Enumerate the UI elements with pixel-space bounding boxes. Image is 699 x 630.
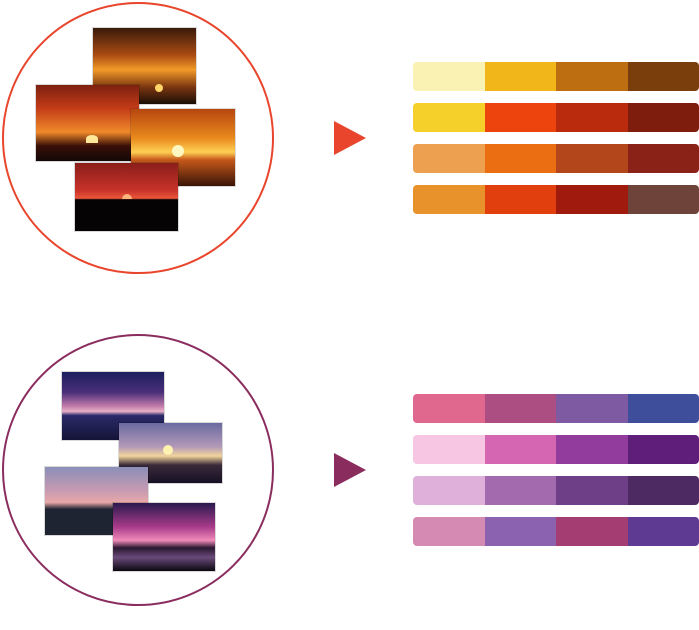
color-swatch	[485, 517, 557, 546]
color-swatch	[628, 103, 699, 132]
palette-row	[413, 185, 699, 214]
color-swatch	[556, 144, 628, 173]
color-swatch	[485, 62, 557, 91]
color-swatch	[413, 185, 485, 214]
palette-row	[413, 435, 699, 464]
color-swatch	[628, 517, 699, 546]
color-swatch	[413, 103, 485, 132]
photo-sunset-4	[75, 163, 178, 231]
color-swatch	[556, 62, 628, 91]
color-swatch	[628, 435, 699, 464]
photo-sunset-2	[36, 85, 139, 161]
palette-row	[413, 144, 699, 173]
palette-row	[413, 103, 699, 132]
color-swatch	[628, 62, 699, 91]
color-swatch	[413, 517, 485, 546]
color-swatch	[485, 185, 557, 214]
color-swatch	[556, 394, 628, 423]
color-swatch	[556, 185, 628, 214]
sunset-group	[0, 0, 699, 300]
color-swatch	[628, 394, 699, 423]
color-swatch	[556, 517, 628, 546]
palette-row	[413, 476, 699, 505]
color-swatch	[556, 103, 628, 132]
color-swatch	[413, 394, 485, 423]
color-swatch	[628, 476, 699, 505]
palette-row	[413, 62, 699, 91]
sunset-palettes	[413, 62, 699, 226]
color-swatch	[413, 476, 485, 505]
color-swatch	[413, 62, 485, 91]
color-swatch	[556, 435, 628, 464]
color-swatch	[485, 394, 557, 423]
color-swatch	[628, 144, 699, 173]
palette-row	[413, 517, 699, 546]
color-swatch	[413, 435, 485, 464]
color-swatch	[485, 144, 557, 173]
arrow-right-icon	[334, 453, 366, 487]
dusk-palettes	[413, 394, 699, 558]
color-swatch	[413, 144, 485, 173]
color-swatch	[628, 185, 699, 214]
dusk-group	[0, 330, 699, 630]
palette-row	[413, 394, 699, 423]
photo-dusk-4	[113, 503, 215, 571]
arrow-right-icon	[334, 121, 366, 155]
color-swatch	[485, 435, 557, 464]
color-swatch	[485, 103, 557, 132]
color-swatch	[485, 476, 557, 505]
color-swatch	[556, 476, 628, 505]
